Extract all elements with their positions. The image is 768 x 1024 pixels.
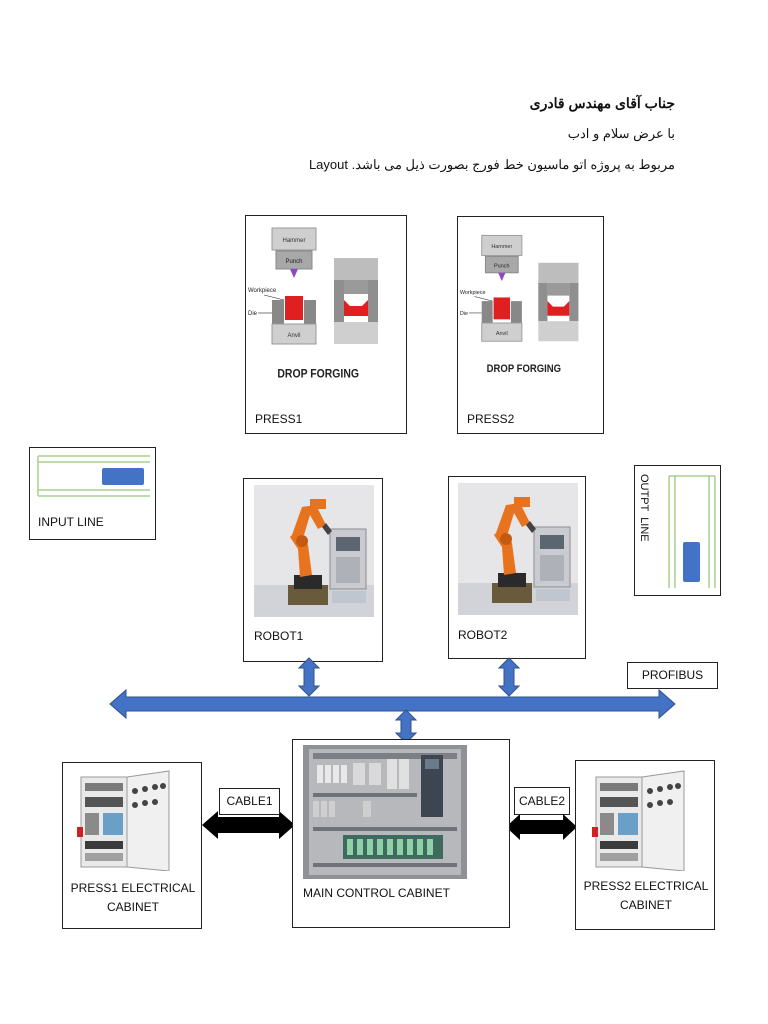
output-line-box: OUTPT LINE [634,465,721,596]
workpiece-on-output-line [683,542,700,582]
hammer-block [271,227,317,251]
electrical-cabinet-photo [592,767,692,871]
press1-box: Hammer Punch Workpiece Die Anvil DROP FO… [245,215,407,434]
die-left [272,300,284,324]
die-right [304,300,316,324]
robot1-box: ROBOT1 [243,478,383,662]
press2-cabinet-box: PRESS2 ELECTRICAL CABINET [575,760,715,930]
punch-label: Punch [285,259,302,265]
press1-cabinet-box: PRESS1 ELECTRICAL CABINET [62,762,202,929]
input-line-box: INPUT LINE [29,447,156,540]
workpiece-block [285,296,303,320]
anvil-label: Anvil [496,331,508,337]
letter-line3-text: مربوط به پروژه اتو ماسیون خط فورج بصورت … [351,157,675,172]
input-conveyor-graphic [37,455,150,497]
robot2-box: ROBOT2 [448,476,586,659]
robot1-bus-connector [297,657,321,697]
drop-forging-caption: DROP FORGING [487,363,561,375]
hammer-label: Hammer [491,244,512,250]
punch-label: Punch [494,263,510,269]
main-control-cabinet-box: MAIN CONTROL CABINET [292,739,510,928]
main-control-cabinet-label: MAIN CONTROL CABINET [303,886,450,900]
robot-arm-photo [458,483,578,615]
letter-greeting: با عرض سلام و ادب [567,126,675,141]
cable1-arrow [202,811,295,839]
workpiece-on-input-line [102,468,144,485]
robot1-label: ROBOT1 [254,629,304,643]
press1-cabinet-label-line2: CABINET [106,900,159,914]
robot2-label: ROBOT2 [458,628,508,642]
anvil-block [271,323,317,345]
drop-forging-illustration: Hammer Punch Workpiece Die Anvil DROP FO… [248,227,378,381]
main-cabinet-photo [303,745,467,879]
letter-title: جناب آقای مهندس قادری [529,95,675,111]
anvil-label: Anvil [287,333,300,339]
press2-cabinet-label: PRESS2 ELECTRICAL CABINET [576,877,716,915]
punch-tip [290,269,298,278]
electrical-cabinet-photo [77,767,177,871]
press1-label: PRESS1 [255,412,303,426]
press2-cabinet-label-line2: CABINET [619,898,672,912]
press2-cabinet-label-line1: PRESS2 ELECTRICAL [583,879,709,893]
die-label: Die [460,311,468,317]
press1-cabinet-label-line1: PRESS1 ELECTRICAL [70,881,196,895]
robot-arm-photo [254,485,374,617]
press2-box: Hammer Punch Workpiece Die Anvil DROP FO… [457,216,604,434]
hammer-label: Hammer [282,238,305,244]
press2-label: PRESS2 [467,412,515,426]
input-line-label: INPUT LINE [38,515,104,529]
robot2-bus-connector [497,657,521,697]
profibus-tag: PROFIBUS [627,662,718,689]
cable2-tag: CABLE2 [514,787,570,815]
drop-forging-illustration: Hammer Punch Workpiece Die Anvil DROP FO… [460,234,579,375]
output-line-label: OUTPT LINE [638,474,650,542]
workpiece-label: Workpiece [460,290,486,296]
drop-forging-caption: DROP FORGING [277,368,359,381]
workpiece-label: Workpiece [248,288,277,294]
profibus-bus-arrow [109,688,676,720]
output-conveyor-graphic [668,475,716,588]
letter-line3: مربوط به پروژه اتو ماسیون خط فورج بصورت … [309,157,675,173]
letter-layout-word: Layout [308,157,348,172]
cable2-arrow [506,814,577,840]
die-label: Die [248,311,258,317]
press1-cabinet-label: PRESS1 ELECTRICAL CABINET [63,879,203,917]
cable1-tag: CABLE1 [219,788,280,815]
